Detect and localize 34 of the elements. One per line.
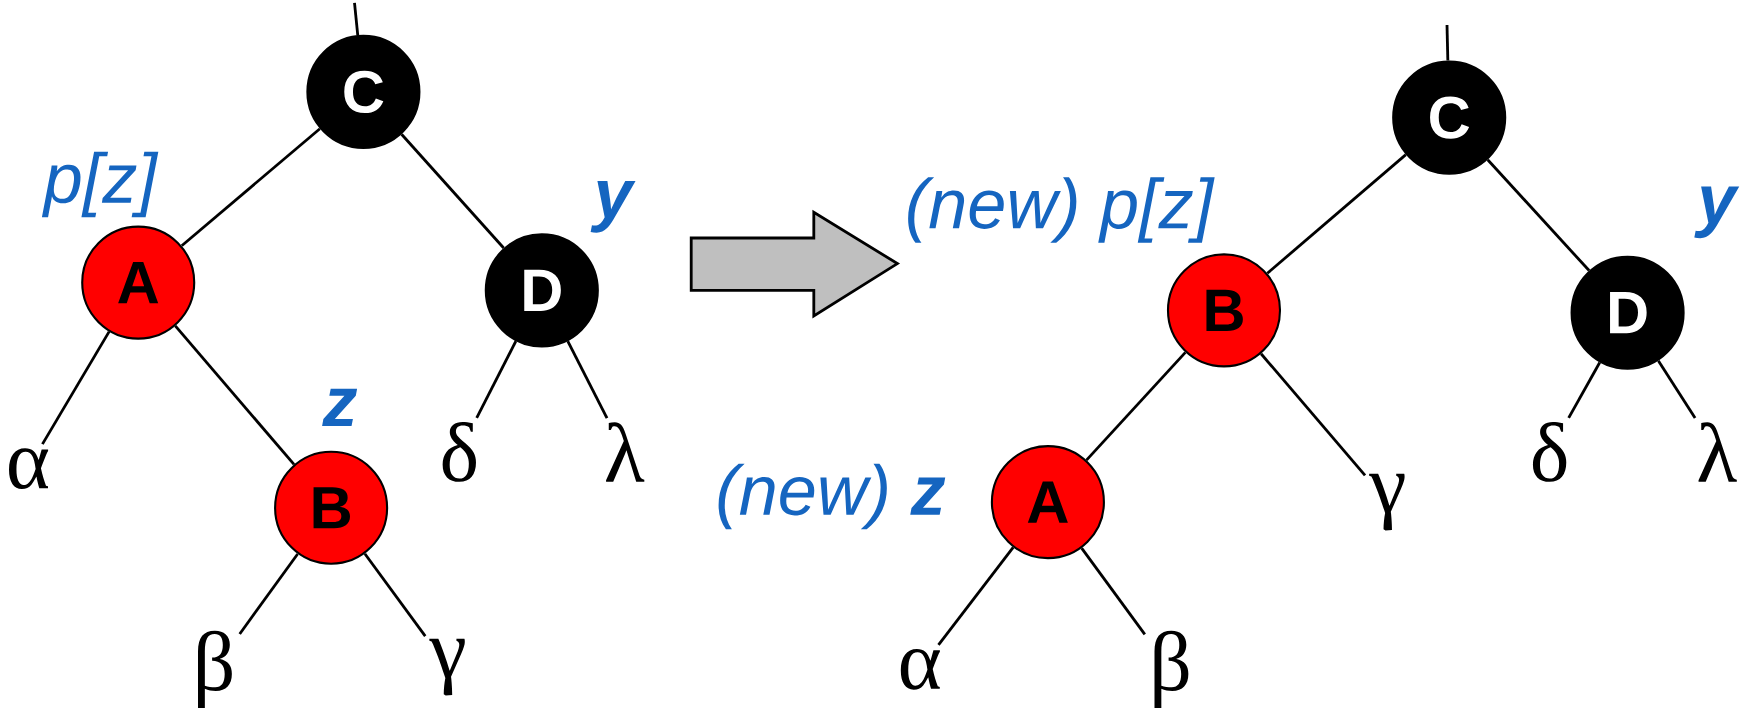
tree-edge (1085, 351, 1187, 462)
tree-edge (1567, 361, 1601, 419)
tree-edge (353, 2, 360, 36)
tree-edge (1657, 360, 1697, 419)
tree-edge (475, 340, 518, 419)
node-label: y (590, 180, 636, 233)
tree-edge (566, 340, 609, 419)
subtree-label: δ (1532, 422, 1567, 482)
node-label: z (322, 388, 358, 426)
subtree-label: γ (1369, 473, 1405, 531)
tree-edge (180, 127, 321, 247)
tree-edge (1260, 352, 1367, 477)
subtree-label: α (9, 448, 49, 489)
tree-edge (400, 133, 505, 249)
tree-edge (41, 330, 111, 445)
node-label: y (1694, 186, 1740, 239)
subtree-label: γ (429, 638, 465, 696)
tree-edge (363, 552, 427, 637)
subtree-label: λ (1698, 422, 1737, 482)
subtree-label: α (900, 649, 940, 690)
tree-edge (1486, 158, 1591, 272)
tree-edge (1266, 153, 1407, 275)
subtree-label: δ (442, 422, 476, 482)
node-label: p[z] (41, 151, 159, 218)
tree-edge (1080, 547, 1146, 636)
tree-edge (937, 546, 1015, 646)
node-label: (new) z (718, 463, 946, 530)
subtree-label: β (1154, 630, 1189, 709)
tree-edge (1445, 25, 1450, 61)
subtree-label: β (198, 630, 232, 709)
tree-edge (238, 553, 299, 635)
tree-edge (174, 325, 296, 466)
node-label: (new) p[z] (908, 177, 1215, 243)
subtree-label: λ (606, 422, 645, 482)
